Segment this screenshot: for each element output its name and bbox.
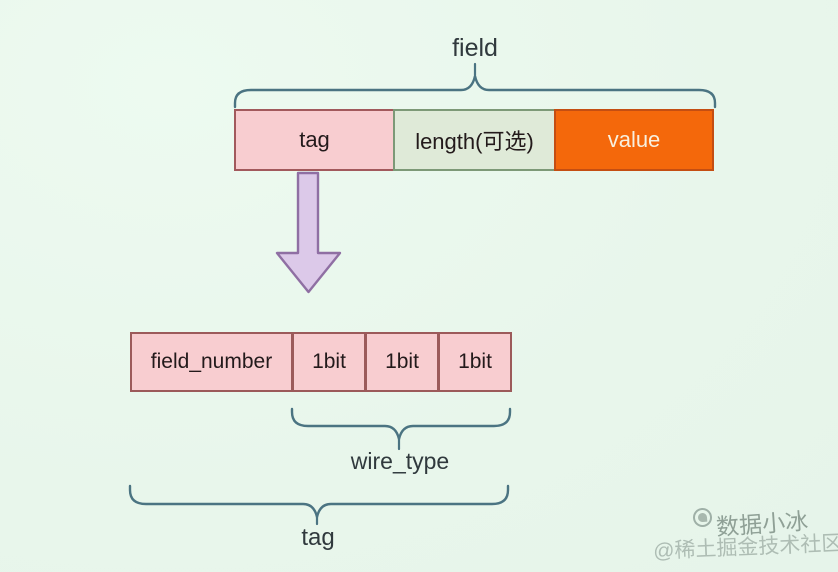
community-watermark: @稀土掘金技术社区 <box>652 531 838 564</box>
top-bar-cell-value-label: value <box>607 127 661 152</box>
bottom-bar-cell-1bit-2-label: 1bit <box>385 350 419 373</box>
bottom-bar-cell-field-number-label: field_number <box>150 350 273 373</box>
bottom-bar-cell-1bit-3-label: 1bit <box>458 350 492 373</box>
down-arrow <box>275 171 342 294</box>
top-bar-cell-value: value <box>554 109 714 171</box>
tag-brace <box>128 484 510 519</box>
top-bar-cell-length: length(可选) <box>393 109 556 171</box>
top-bar-cell-length-label: length(可选) <box>415 129 534 154</box>
bottom-bar-cell-field-number: field_number <box>130 332 293 392</box>
top-bar-cell-tag: tag <box>234 109 395 171</box>
wire-type-label: wire_type <box>350 448 450 474</box>
field-label: field <box>452 34 498 62</box>
wire-type-brace <box>290 407 512 441</box>
bottom-bar-cell-1bit-2: 1bit <box>365 332 439 392</box>
bottom-bar-cell-1bit-1-label: 1bit <box>312 350 346 373</box>
field-brace <box>233 74 717 109</box>
bottom-bar-cell-1bit-3: 1bit <box>438 332 512 392</box>
top-bar-cell-tag-label: tag <box>299 127 330 152</box>
author-logo-icon <box>692 507 713 528</box>
tag-bottom-label: tag <box>301 524 335 551</box>
bottom-bar-cell-1bit-1: 1bit <box>292 332 366 392</box>
